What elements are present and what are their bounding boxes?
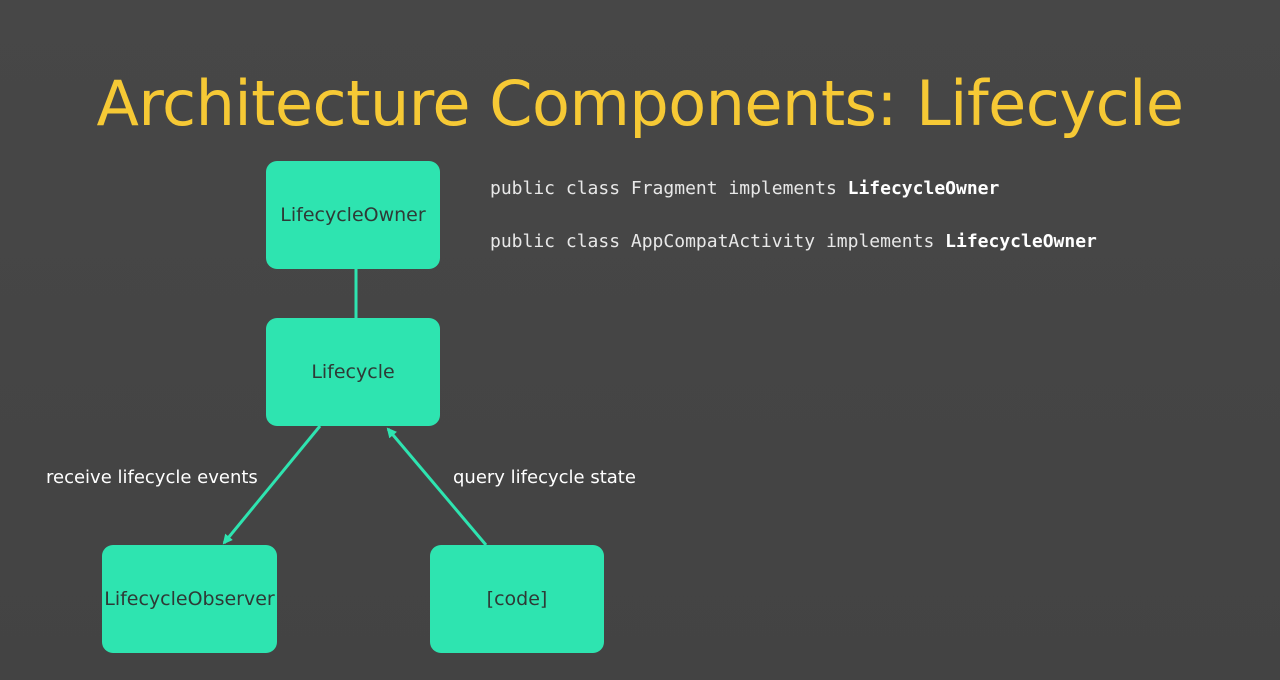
edge-label-receive-events: receive lifecycle events	[46, 467, 258, 488]
code-line-fragment-interface: LifecycleOwner	[847, 178, 1000, 199]
node-code-label: [code]	[486, 588, 548, 610]
code-line-appcompat: public class AppCompatActivity implement…	[490, 231, 1097, 252]
code-line-appcompat-prefix: public class AppCompatActivity implement…	[490, 231, 946, 252]
node-lifecycle-owner: LifecycleOwner	[266, 161, 440, 269]
edge-label-query-state: query lifecycle state	[453, 467, 636, 488]
node-code: [code]	[430, 545, 604, 653]
code-line-fragment-prefix: public class Fragment implements	[490, 178, 848, 199]
node-lifecycle-observer: LifecycleObserver	[102, 545, 277, 653]
node-lifecycle-owner-label: LifecycleOwner	[280, 204, 426, 226]
edge-lifecycle-observer	[222, 425, 322, 545]
node-lifecycle-label: Lifecycle	[311, 361, 395, 383]
edge-code-lifecycle	[386, 427, 488, 546]
node-lifecycle: Lifecycle	[266, 318, 440, 426]
node-lifecycle-observer-label: LifecycleObserver	[104, 588, 275, 610]
code-line-fragment: public class Fragment implements Lifecyc…	[490, 178, 999, 199]
slide-title: Architecture Components: Lifecycle	[96, 67, 1184, 140]
code-line-appcompat-interface: LifecycleOwner	[945, 231, 1097, 252]
